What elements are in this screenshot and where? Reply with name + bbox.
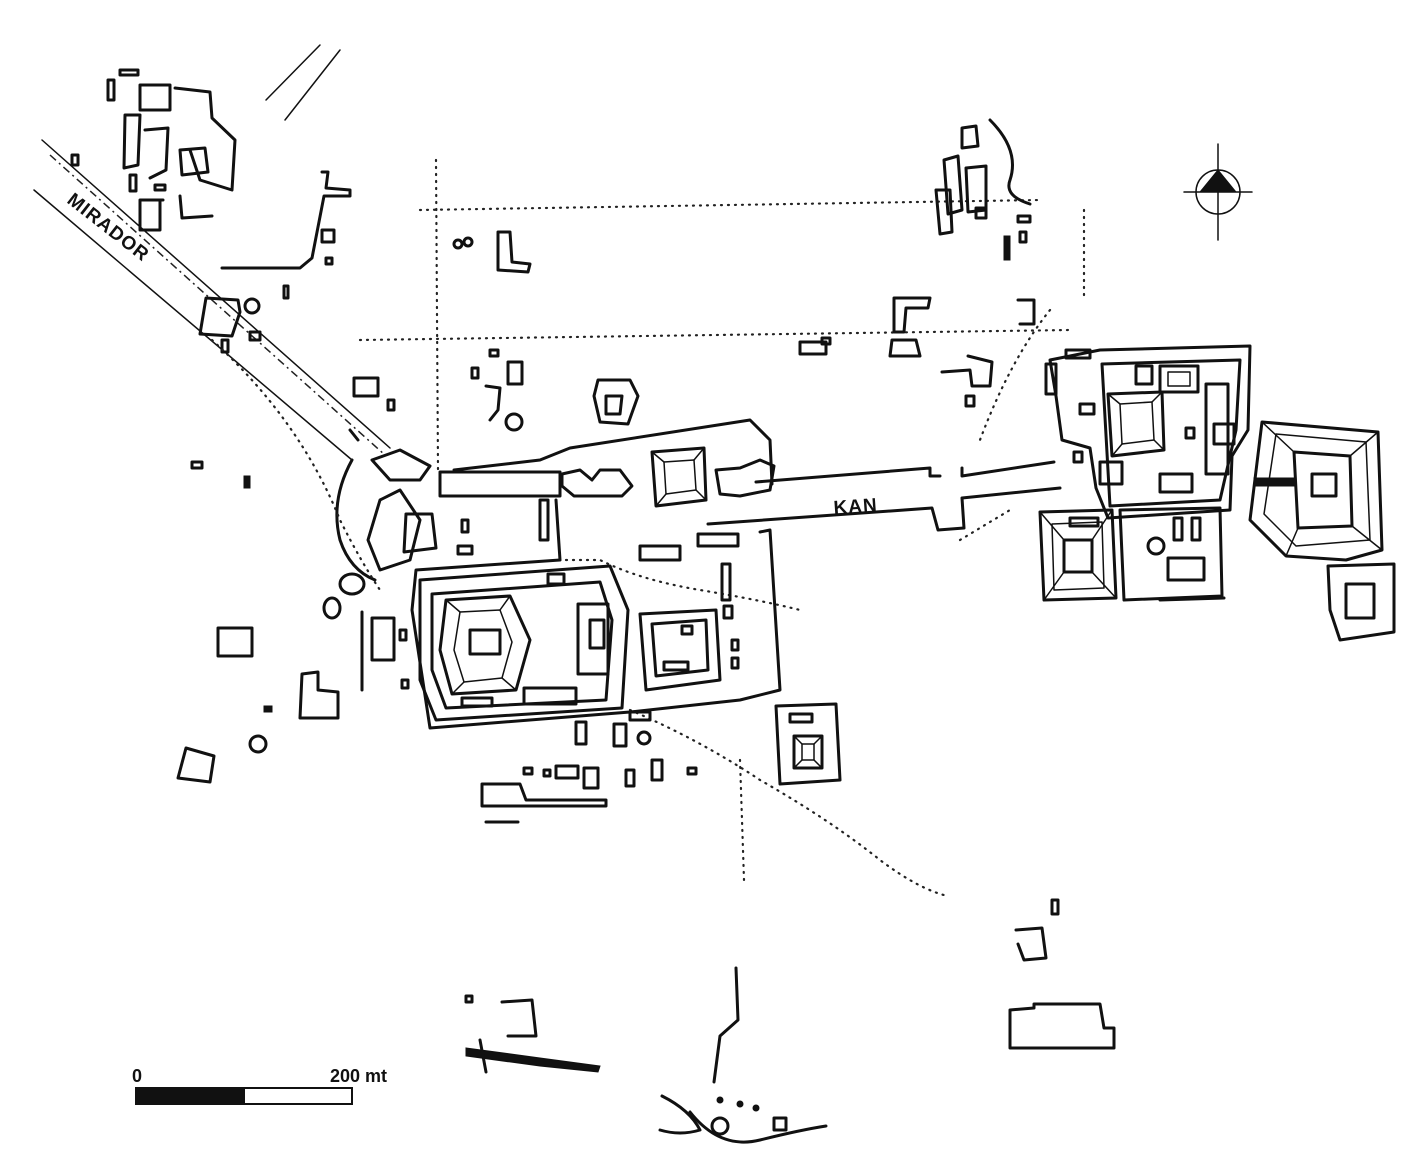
- scale-end-label: 200 mt: [330, 1066, 387, 1086]
- central-complex-outline: [410, 418, 782, 730]
- scale-bar-empty-segment: [243, 1087, 353, 1105]
- north-arrow-icon: [1183, 143, 1253, 241]
- north-plaza-walls: [220, 170, 352, 300]
- far-east-pyramid: [1248, 420, 1384, 562]
- east-acropolis: [1044, 344, 1252, 520]
- scale-start-label: 0: [132, 1066, 142, 1086]
- northeast-group: [934, 118, 1032, 261]
- plaza-north-temples: [560, 446, 776, 670]
- south-features: [464, 898, 1116, 1144]
- kan-road-label: KAN: [833, 495, 879, 519]
- central-east-court: [638, 608, 722, 692]
- road-side-structure: [198, 296, 262, 354]
- scale-bar-filled-segment: [135, 1087, 245, 1105]
- scale-bar: 0 200 mt: [132, 1066, 387, 1105]
- dotted-trails: [210, 158, 1086, 898]
- main-acropolis: [418, 564, 630, 722]
- west-outliers: [176, 376, 396, 784]
- northwest-group: [70, 68, 237, 232]
- mirador-causeway: [33, 44, 391, 582]
- central-north-scatter: [452, 230, 640, 432]
- southeast-temple-square: [774, 702, 842, 786]
- east-south-pyramids: [1038, 506, 1396, 642]
- south-plaza-group: [480, 710, 698, 824]
- center-north-small-buildings: [798, 296, 1036, 408]
- kan-causeway: [706, 460, 1062, 532]
- west-plaza-irregular: [366, 448, 562, 690]
